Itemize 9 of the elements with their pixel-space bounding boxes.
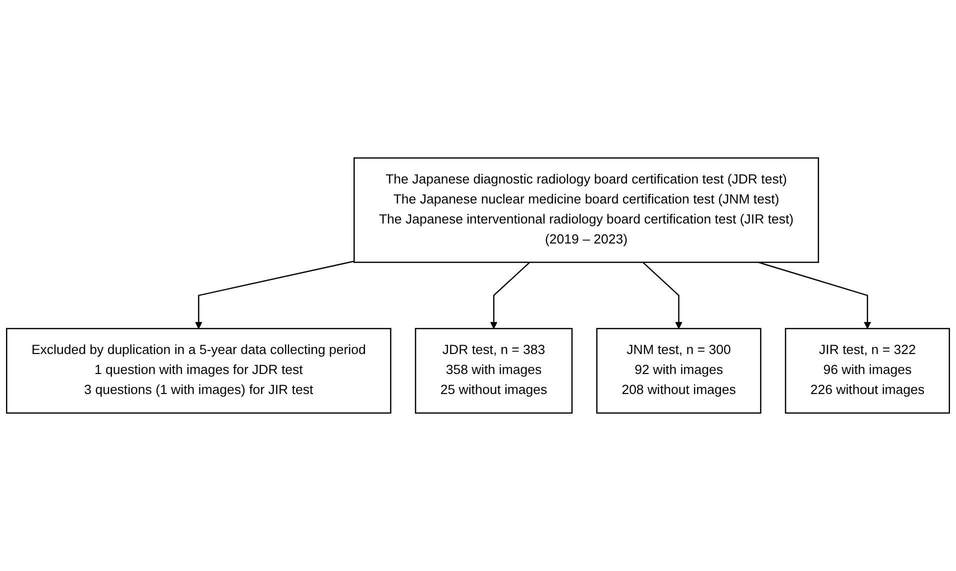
- arrow: [758, 262, 872, 329]
- arrow: [642, 262, 682, 329]
- node-box: JIR test, n = 322 96 with images 226 without images: [784, 328, 950, 414]
- node-box: Excluded by duplication in a 5-year data collecting period 1 question with images for JDR test 3 questions (1 with images) for JIR test: [6, 328, 392, 414]
- node-box: The Japanese diagnostic radiology board certification test (JDR test) The Japanese nuclear medicine board certification test (JNM test) The Japanese interventional radiology board certification test (JIR test) (2019 – 2023): [354, 157, 820, 263]
- arrow: [490, 262, 530, 329]
- node-box: JDR test, n = 383 358 with images 25 without images: [414, 328, 573, 414]
- node-box: JNM test, n = 300 92 with images 208 without images: [596, 328, 762, 414]
- arrow: [195, 260, 354, 329]
